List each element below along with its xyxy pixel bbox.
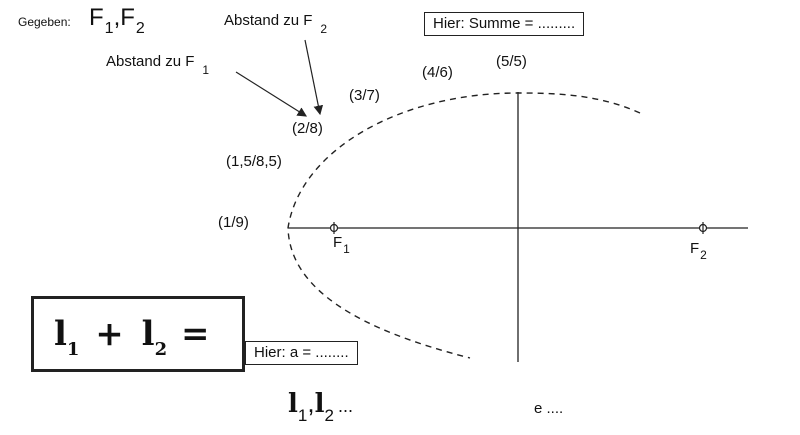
distance-f1-sub: 1 [202, 63, 210, 77]
bottom-l2: l [314, 389, 325, 419]
bottom-comma: , [307, 388, 315, 418]
focus-2-letter: F [690, 240, 700, 257]
given-label-text: Gegeben: [18, 15, 71, 29]
distance-f2-sub: 2 [320, 22, 328, 36]
given-sep: ,F [113, 4, 135, 31]
formula-equals: = [180, 314, 210, 354]
formula-box: l1 + l2 = [31, 296, 245, 372]
formula-sub2: 2 [154, 339, 168, 360]
focus-2-label: F2 [690, 240, 707, 262]
bottom-dots: ... [337, 396, 353, 416]
formula-l1: l [54, 314, 67, 354]
bottom-l-labels: l1,l2... [288, 388, 353, 425]
point-label: (3/7) [349, 87, 380, 104]
point-label: (2/8) [292, 120, 323, 137]
arrow-to-f1 [235, 71, 308, 117]
a-box: Hier: a = ........ [245, 341, 358, 365]
distance-f1-text: Abstand zu F [106, 53, 195, 70]
given-foci: F1,F2 [89, 4, 145, 37]
ellipse-arc [287, 92, 641, 359]
sum-box-text: Hier: Summe = ......... [433, 15, 576, 32]
focus-2-sub: 2 [700, 248, 707, 262]
arrow-to-f2 [304, 39, 324, 116]
formula-l2: l [141, 314, 155, 354]
given-f: F [89, 4, 104, 31]
bottom-l1: l [288, 389, 298, 419]
distance-f2-text: Abstand zu F [224, 12, 313, 29]
bottom-sub1: 1 [297, 406, 308, 425]
formula-text: l1 + l2 = [34, 314, 210, 360]
point-label: (5/5) [496, 53, 527, 70]
formula-sub1: 1 [66, 339, 80, 360]
distance-f2-label: Abstand zu F 2 [224, 12, 327, 36]
sum-box: Hier: Summe = ......... [424, 12, 585, 36]
given-sub2: 2 [135, 20, 145, 37]
point-label: (1/9) [218, 214, 249, 231]
a-box-text: Hier: a = ........ [254, 344, 349, 361]
given-label: Gegeben: [18, 15, 71, 29]
focus-1-sub: 1 [343, 242, 350, 256]
formula-plus: + [95, 314, 124, 354]
point-label: (1,5/8,5) [226, 153, 282, 170]
bottom-sub2: 2 [324, 406, 334, 425]
point-label: (4/6) [422, 64, 453, 81]
e-label: e .... [534, 400, 564, 417]
focus-1-letter: F [333, 234, 343, 251]
focus-1-label: F1 [333, 234, 350, 256]
given-sub1: 1 [104, 20, 114, 37]
distance-f1-label: Abstand zu F 1 [106, 53, 209, 77]
